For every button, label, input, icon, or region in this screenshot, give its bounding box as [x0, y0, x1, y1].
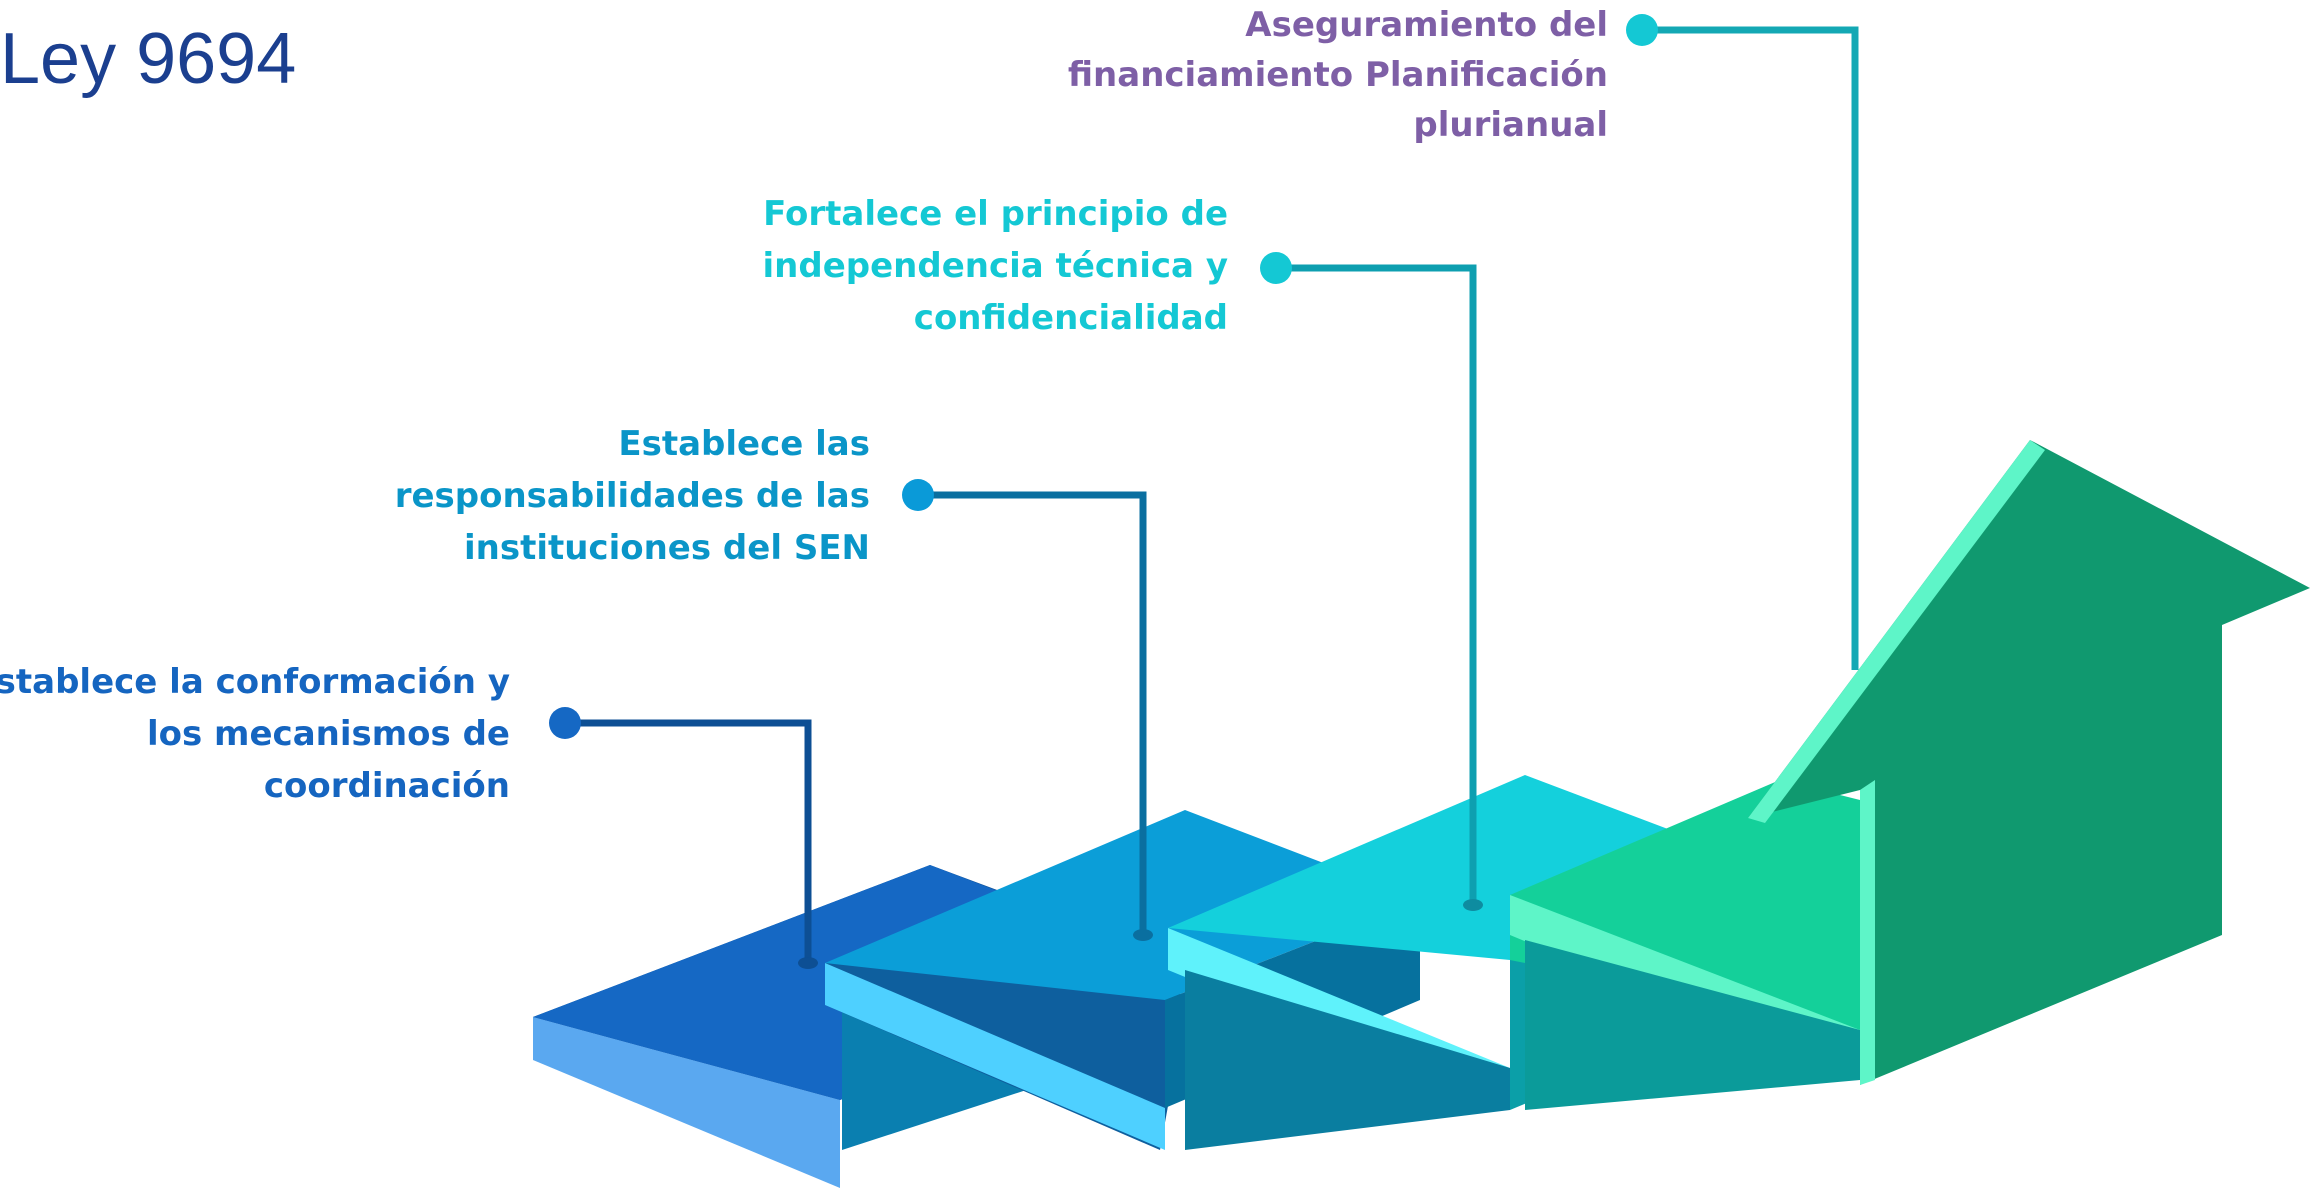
connector-3 — [1260, 252, 1483, 911]
step-3-label: Fortalece el principio de independencia … — [762, 194, 1228, 338]
connector-4 — [1626, 14, 1859, 670]
step-3-dot — [1260, 252, 1292, 284]
step-2-dot — [902, 479, 934, 511]
step-1-label: Establece la conformación y los mecanism… — [0, 662, 510, 806]
connector-1 — [549, 707, 818, 969]
step-4-label: Aseguramiento del financiamiento Planifi… — [1067, 5, 1608, 145]
step-4-block — [1510, 440, 2310, 1110]
step-2-block — [825, 810, 1420, 1150]
connector-2 — [902, 479, 1153, 941]
step-4-dot — [1626, 14, 1658, 46]
step-1-dot — [549, 707, 581, 739]
step-2-label: Establece las responsabilidades de las i… — [394, 424, 870, 568]
page-title: Ley 9694 — [0, 19, 297, 99]
